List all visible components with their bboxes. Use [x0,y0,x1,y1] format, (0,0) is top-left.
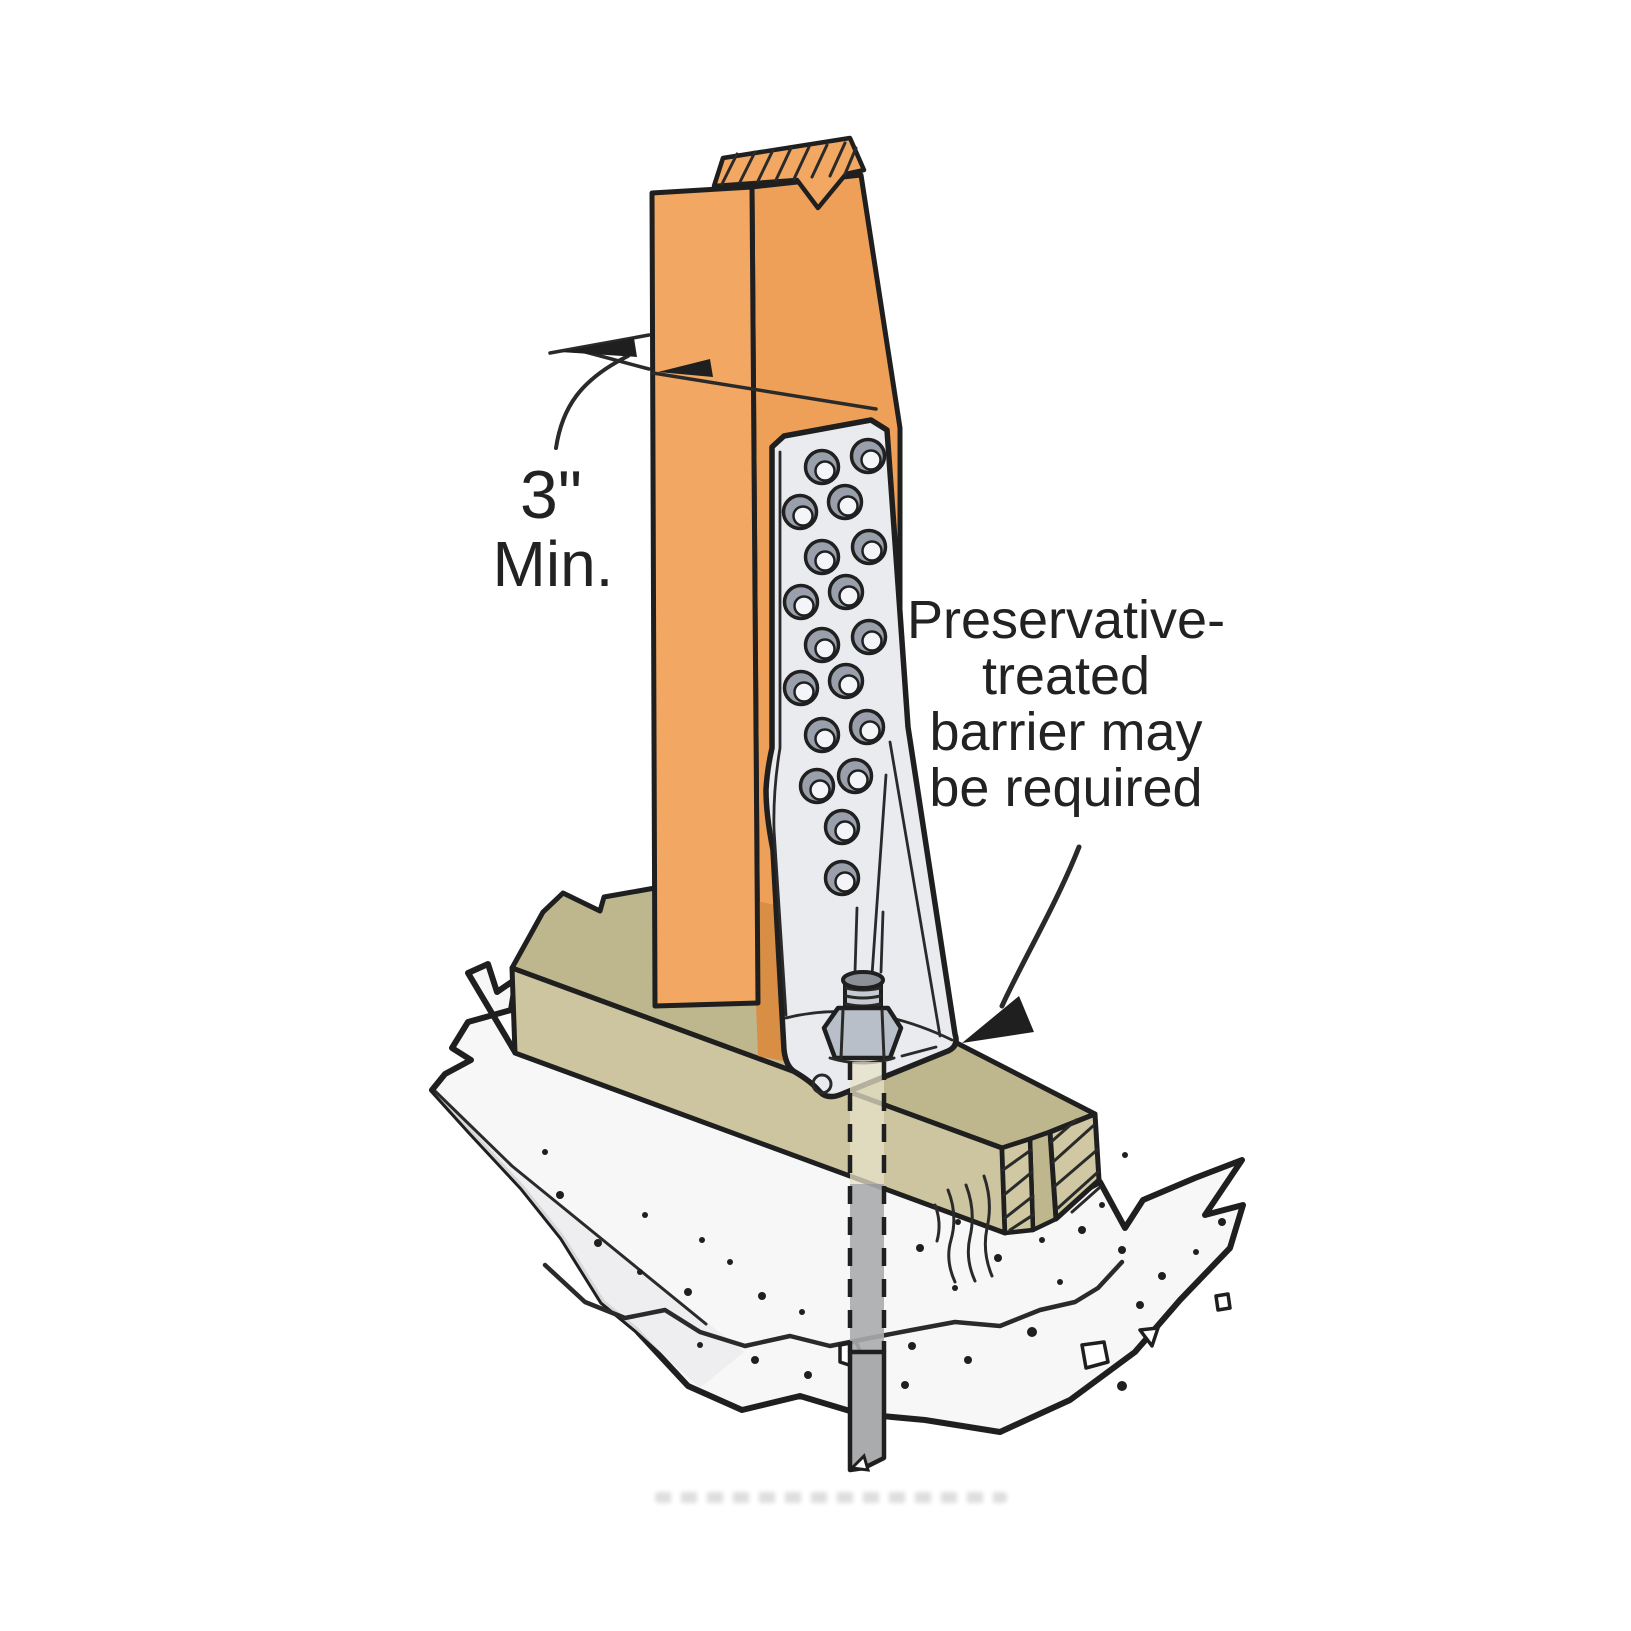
holdown-screw-head [814,638,836,660]
sill-notch-grain-lines [1001,1148,1035,1232]
anchor-rod-tip-notch [848,1453,871,1472]
barrier-annotation: Preservative- treated barrier may be req… [907,590,1225,1043]
dimension-mark: 3" Min. [493,333,878,600]
dimension-line-on-post [651,371,878,411]
holdown-screw-head [861,630,883,652]
anchor-hex-nut [821,1005,904,1061]
barrier-arrowhead [962,996,1034,1043]
holdown-screw-head [814,460,836,482]
holdown [763,417,959,1100]
concrete-speckles [542,1149,1226,1391]
holdown-screw-head [837,495,859,517]
holdown-screws [781,437,888,897]
sill-front-grain [933,1174,994,1284]
post-front-face [649,184,761,1009]
anchor-rod-hidden-lower [850,1184,884,1352]
holdown-screw-head [814,550,836,572]
dimension-line-upper [548,333,651,355]
dimension-leader-arc [554,354,630,450]
post-cap-hatch [720,141,858,186]
anchor-nut-assembly [821,970,904,1065]
holdown-screw-head [814,728,836,750]
holdown-screw-head [792,505,814,527]
holdown-detail-lines [772,450,954,1058]
barrier-arrow-curve [999,844,1082,1009]
anchor-stud-cap [841,970,885,990]
holdown-screw-head [838,585,860,607]
barrier-label-line4: be required [929,758,1202,818]
holdown-screw-head [838,674,860,696]
anchor-rod-dashed-outline [847,1062,887,1352]
holdown-screw-head [834,820,856,842]
post-shadow-sliver [752,900,788,1062]
holdown-screw-head [861,540,883,562]
faint-watermark-text [655,1492,1007,1503]
sill-end-grain-lines [1049,1118,1101,1214]
sill-notch-grain [999,1136,1036,1236]
dimension-arrowhead-on-post [658,359,713,377]
holdown-screw-head [859,720,881,742]
holdown-screw-head [809,779,831,801]
dimension-value: 3" [520,457,582,533]
holdown-screw-head [834,871,856,893]
barrier-label-line3: barrier may [929,702,1202,762]
anchor-rod-hidden-upper [850,1062,884,1184]
holdown-screw-head [860,449,882,471]
holdown-rolled-edge [811,1073,833,1095]
holdown-screw-head [793,595,815,617]
sill-end-grain [1047,1111,1102,1222]
holdown-screw-head [793,681,815,703]
dimension-arrowhead-left [560,338,637,357]
anchor-rod-exposed [847,1349,887,1473]
dimension-unit: Min. [493,528,614,600]
barrier-label-line1: Preservative- [907,590,1225,650]
barrier-label-line2: treated [982,646,1150,706]
anchor-rod [847,1062,887,1473]
post-cut-cap [711,135,867,211]
holdown-screw-head [847,769,869,791]
